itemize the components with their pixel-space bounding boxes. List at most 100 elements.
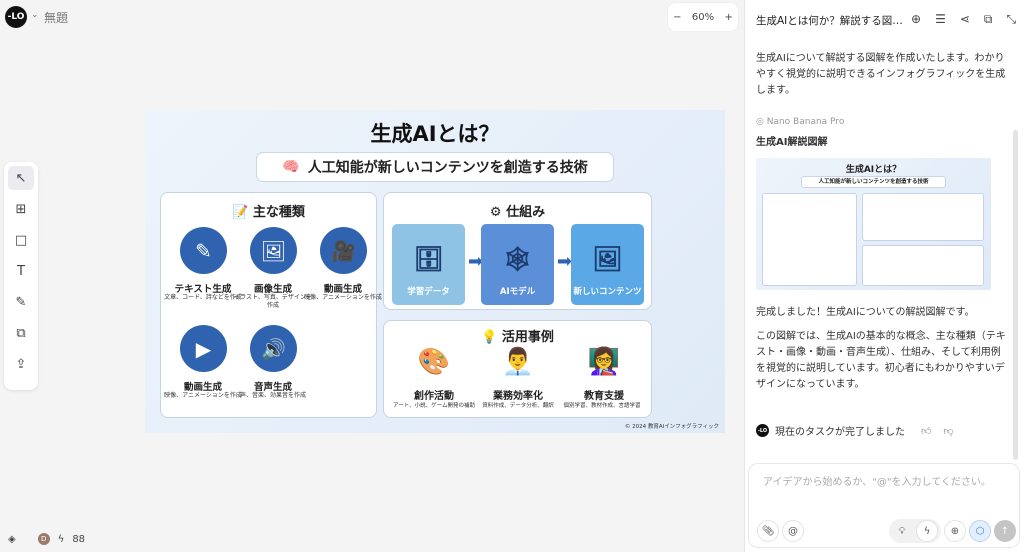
copyright: © 2024 教育AIインフォグラフィック (624, 424, 719, 430)
thumbs-up-icon[interactable]: 👍︎ (921, 425, 932, 437)
zoom-level[interactable]: 60% (691, 11, 715, 23)
bottom-bar: ◈ D ϟ 88 (8, 533, 85, 545)
document-icon: 📝 (232, 205, 249, 220)
video-player-icon: ▶ (180, 325, 227, 372)
type-label: 音声生成 (253, 382, 292, 393)
pen-tool-icon[interactable]: ✎ (15, 294, 27, 310)
model-label: ◎ Nano Banana Pro (756, 117, 845, 127)
chevron-down-icon[interactable]: ⌄ (31, 10, 39, 20)
usecases-panel: 💡 活用事例 🎨 創作活動 アート、小説、ゲーム開発の補助 👨‍💼 業務効率化 … (383, 320, 652, 418)
text-tool-icon[interactable]: T (17, 263, 25, 279)
task-status: -LO 現在のタスクが完了しました 👍︎ 👎︎ (756, 423, 954, 438)
easel-icon: 🎨 (417, 347, 451, 377)
zoom-in-button[interactable]: + (724, 11, 733, 23)
attach-icon[interactable]: 📎︎ (757, 520, 779, 542)
infographic-subtitle: 🧠 人工知能が新しいコンテンツを創造する技術 (256, 152, 614, 182)
type-label: テキスト生成 (174, 284, 232, 295)
neural-net-icon: 🕸 (502, 245, 533, 273)
chat-input-placeholder: アイデアから始めるか、"@"を入力してください。 (763, 477, 991, 488)
zoom-control: − 60% + (668, 3, 738, 31)
step-training-data: 🗄学習データ (392, 224, 465, 305)
usecase-label: 創作活動 (414, 391, 454, 402)
cube-icon[interactable]: ⬡ (969, 520, 991, 542)
gears-icon: ⚙ (489, 205, 502, 220)
collapse-icon[interactable]: ⤡ (1006, 12, 1017, 26)
thumb-types-panel (762, 193, 857, 286)
credits-count: 88 (72, 533, 86, 545)
chat-title: 生成AIとは何か？解説する図… (756, 15, 903, 27)
thumb-mechanism-panel (862, 193, 984, 241)
arrow-right-icon: ➡ (557, 251, 573, 272)
assistant-message: 完成しました！生成AIについての解説図解です。 (756, 307, 975, 318)
generated-infographic[interactable]: 生成AIとは？ 🧠 人工知能が新しいコンテンツを創造する技術 📝 主な種類 ✎ テ… (145, 110, 725, 433)
thumbs-down-icon[interactable]: 👎︎ (943, 425, 954, 437)
layers-icon[interactable]: ◈ (8, 533, 16, 545)
lightning-mode-icon[interactable]: ϟ (916, 520, 938, 542)
arrow-right-icon: ➡ (468, 251, 484, 272)
type-label: 動画生成 (323, 284, 362, 295)
new-chat-icon[interactable]: ⊕ (911, 12, 922, 26)
businessman-icon: 👨‍💼 (501, 347, 535, 377)
task-status-text: 現在のタスクが完了しました (775, 427, 905, 438)
agent-avatar: -LO (756, 424, 769, 437)
image-edit-tool-icon[interactable]: ⧉ (16, 325, 26, 341)
infographic-title: 生成AIとは？ (370, 122, 500, 146)
usecases-title: 💡 活用事例 (481, 330, 554, 345)
assistant-message: この図解では、生成AIの基本的な概念、主な種類（テキスト・画像・動画・音声生成）… (756, 331, 1006, 390)
thumb-title: 生成AIとは？ (845, 165, 902, 175)
image-upload-tool-icon[interactable]: ⇪ (15, 356, 27, 372)
chat-panel: 生成AIとは何か？解説する図… ⊕ ☰ ⋖ ⧉ ⤡ 生成AIについて解説する図解… (744, 0, 1024, 552)
result-thumbnail[interactable]: 生成AIとは？ 人工知能が新しいコンテンツを創造する技術 (756, 158, 991, 290)
thumb-subtitle: 人工知能が新しいコンテンツを創造する技術 (801, 176, 946, 188)
frame-tool-icon[interactable]: ⊞ (15, 201, 27, 217)
export-icon[interactable]: ⧉ (983, 12, 993, 26)
mechanism-title: ⚙ 仕組み (489, 205, 546, 220)
type-desc: 映像、アニメーションを作成 (164, 392, 242, 399)
idea-icon[interactable]: 💡︎ (898, 525, 906, 537)
subtitle-text: 人工知能が新しいコンテンツを創造する技術 (307, 160, 588, 176)
image-gen-icon: 🖼 (250, 227, 297, 274)
history-icon[interactable]: ☰ (935, 12, 946, 26)
type-desc: 映像、アニメーションを作成 (304, 294, 382, 301)
data-icon: 🗄 (413, 245, 444, 273)
rectangle-tool-icon[interactable]: □ (14, 232, 28, 248)
share-icon[interactable]: ⋖ (959, 12, 970, 26)
document-title[interactable]: 無題 (44, 11, 69, 25)
scrollbar[interactable] (1013, 130, 1018, 460)
assistant-message: 生成AIについて解説する図解を作成いたします。わかりやすく視覚的に説明できるイン… (756, 53, 1006, 96)
model-icon: ◎ (756, 117, 764, 127)
usecase-label: 業務効率化 (493, 391, 543, 402)
usecase-desc: アート、小説、ゲーム開発の補助 (393, 403, 475, 409)
types-panel: 📝 主な種類 ✎ テキスト生成 文章、コード、詩などを作成 🖼 画像生成 イラス… (160, 192, 382, 418)
app-logo[interactable]: -LO (5, 6, 27, 28)
select-tool-icon[interactable]: ↖ (8, 166, 34, 190)
usecase-desc: 個別学習、教材作成、言語学習 (563, 403, 641, 409)
step-new-content: 🖼新しいコンテンツ (571, 224, 644, 305)
type-desc: 文章、コード、詩などを作成 (164, 294, 242, 301)
mention-icon[interactable]: @ (782, 520, 804, 542)
send-button[interactable]: ↑ (994, 520, 1016, 542)
avatar[interactable]: D (37, 533, 50, 545)
usecase-desc: 資料作成、データ分析、翻訳 (482, 403, 554, 409)
step-ai-model: 🕸AIモデル (481, 224, 554, 305)
lightning-icon: ϟ (57, 533, 65, 545)
media-icon: 🖼 (592, 245, 623, 273)
mechanism-panel: ⚙ 仕組み 🗄学習データ ➡ 🕸AIモデル ➡ 🖼新しいコンテンツ (383, 192, 652, 310)
brain-icon: 🧠 (282, 159, 300, 175)
usecase-label: 教育支援 (584, 391, 624, 402)
type-label: 動画生成 (183, 382, 222, 393)
types-title: 📝 主な種類 (232, 205, 305, 220)
type-desc: 声、音楽、効果音を作成 (239, 392, 306, 399)
text-gen-icon: ✎ (180, 227, 227, 274)
chat-input[interactable]: アイデアから始めるか、"@"を入力してください。 📎︎ @ 💡︎ ϟ ⊕ ⬡ ↑ (748, 463, 1020, 548)
tool-palette: ↖ ⊞ □ T ✎ ⧉ ⇪ (4, 162, 38, 390)
zoom-out-button[interactable]: − (673, 11, 682, 23)
thumb-usecases-panel (862, 245, 984, 286)
chat-header-actions: ⊕ ☰ ⋖ ⧉ ⤡ (911, 12, 1016, 27)
globe-icon[interactable]: ⊕ (944, 520, 966, 542)
type-label: 画像生成 (253, 284, 292, 295)
classroom-icon: 👩‍🏫 (587, 347, 621, 377)
speaker-icon: 🔊 (250, 325, 297, 372)
lightbulb-icon: 💡 (481, 330, 498, 345)
type-desc: イラスト、写真、デザインを作成 (234, 294, 312, 309)
